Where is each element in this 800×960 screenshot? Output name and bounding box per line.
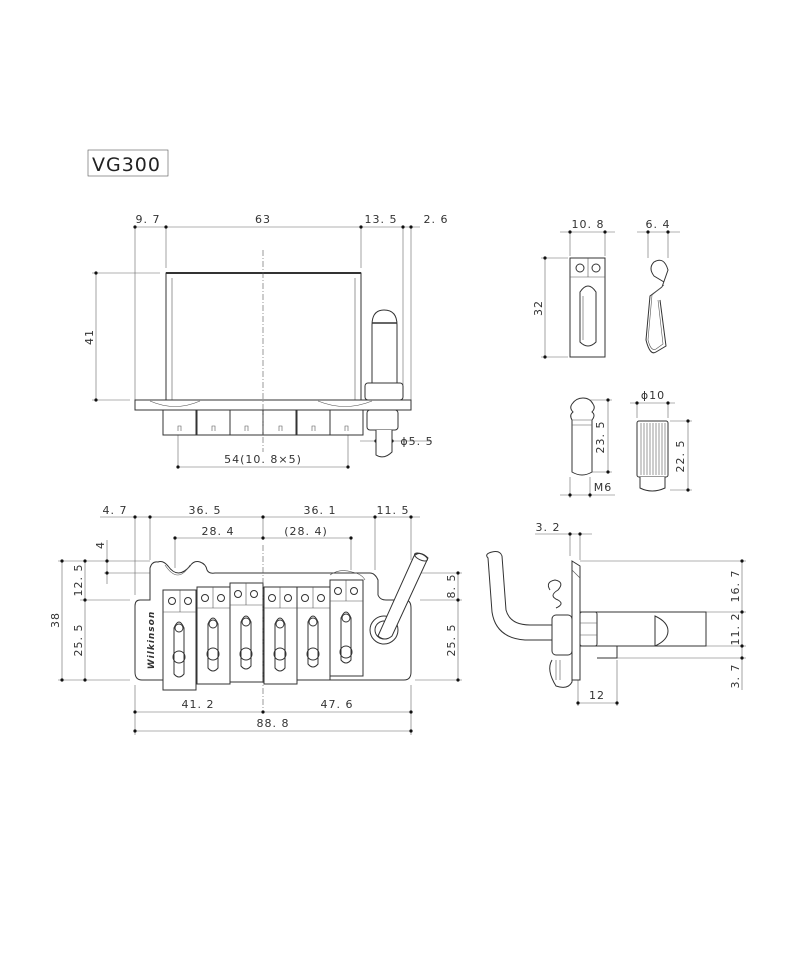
dim-label: 4	[94, 541, 107, 549]
dim-label: 36. 1	[304, 504, 337, 517]
dim-label: 8. 5	[445, 574, 458, 599]
spring-part: 6. 4	[637, 218, 680, 354]
dim-label: 41	[83, 329, 96, 345]
dim-label: 12	[589, 689, 605, 702]
dim-label: 6. 4	[646, 218, 671, 231]
dim-label: 88. 8	[257, 717, 290, 730]
dim-label: 11. 5	[377, 504, 410, 517]
dim-label: 32	[532, 300, 545, 316]
dim-label: 38	[49, 612, 62, 628]
top-view: 9. 7 63 13. 5 2. 6 41 ϕ5. 5 54(10. 8×5)	[83, 213, 449, 469]
dim-label: 10. 8	[572, 218, 605, 231]
tremolo-arm	[369, 552, 429, 645]
dim-label: 11. 2	[729, 613, 742, 646]
dim-label: 47. 6	[321, 698, 354, 711]
model-title: VG300	[92, 154, 161, 176]
model-title-box: VG300	[87, 149, 169, 177]
saddles-top	[162, 409, 364, 436]
knob-part: ϕ10 22. 5	[630, 389, 692, 492]
dim-label: (28. 4)	[284, 525, 328, 538]
dim-label: 2. 6	[424, 213, 449, 226]
front-view: 4. 7 36. 5 36. 1 11. 5 28. 4 (28. 4) 38 …	[49, 504, 462, 735]
dim-label: 4. 7	[103, 504, 128, 517]
dim-label: 22. 5	[674, 440, 687, 473]
saddle-part: 10. 8 32	[532, 218, 615, 359]
dim-label: 13. 5	[365, 213, 398, 226]
dim-label: 3. 2	[536, 521, 561, 534]
dim-label: 23. 5	[594, 421, 607, 454]
dim-label: ϕ10	[641, 389, 665, 402]
wilkinson-logo: Wilkinson	[147, 611, 157, 670]
dim-label: 54(10. 8×5)	[224, 453, 302, 466]
dim-label: 9. 7	[136, 213, 161, 226]
side-view: 3. 2 16. 7 11. 2 3. 7 12	[486, 521, 746, 706]
dim-label: 12. 5	[72, 564, 85, 597]
dim-label: 3. 7	[729, 664, 742, 689]
saddles-front	[162, 579, 364, 691]
dim-label: M6	[594, 481, 613, 494]
dim-label: 63	[255, 213, 271, 226]
dim-label: 16. 7	[729, 570, 742, 603]
dim-label: 25. 5	[72, 624, 85, 657]
dim-label: 28. 4	[202, 525, 235, 538]
dim-label: 36. 5	[189, 504, 222, 517]
stud-part: 23. 5 M6	[560, 397, 615, 498]
dim-label: 41. 2	[182, 698, 215, 711]
dim-label: ϕ5. 5	[400, 435, 433, 448]
dim-label: 25. 5	[445, 624, 458, 657]
